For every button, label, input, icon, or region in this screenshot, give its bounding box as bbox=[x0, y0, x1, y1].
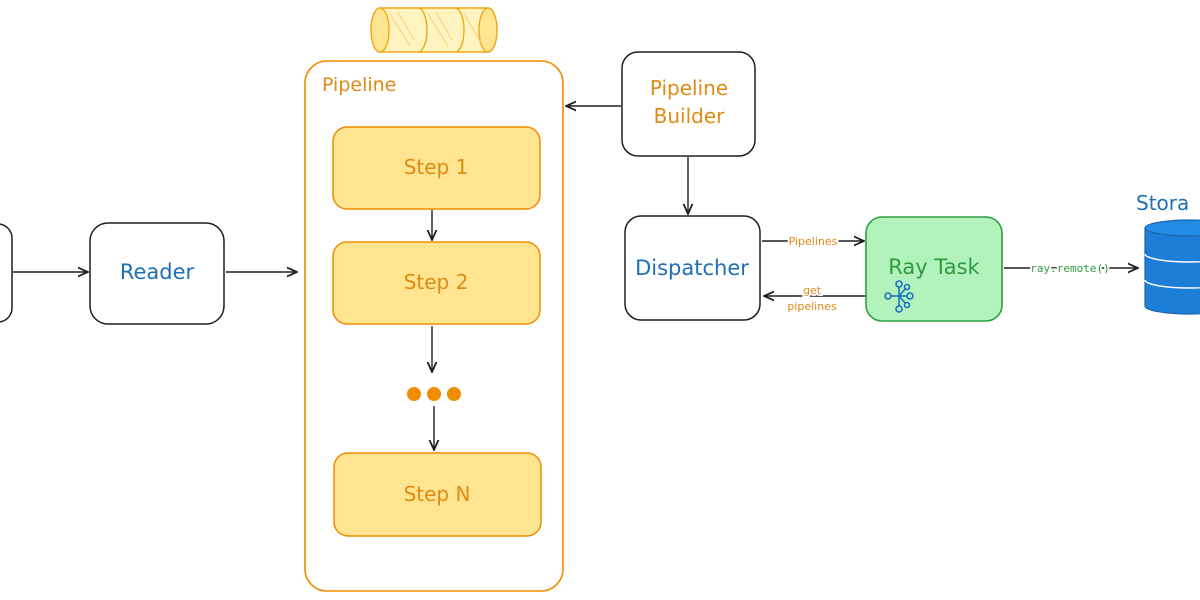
pipeline-step-2: Step 2 bbox=[332, 241, 541, 325]
edge-label-pipelines-2: pipelines bbox=[787, 300, 837, 313]
step-2-label: Step 2 bbox=[404, 270, 469, 294]
reader-label: Reader bbox=[120, 260, 195, 284]
step-1-label: Step 1 bbox=[404, 155, 469, 179]
database-icon bbox=[1144, 219, 1200, 315]
ray-task-node: Ray Task bbox=[865, 216, 1003, 322]
dispatcher-label: Dispatcher bbox=[635, 256, 749, 280]
ellipsis-dots-icon bbox=[407, 387, 461, 401]
pipeline-builder-node: Pipeline Builder bbox=[621, 51, 756, 157]
pipeline-step-1: Step 1 bbox=[332, 126, 541, 210]
pipeline-step-n: Step N bbox=[333, 452, 542, 537]
ray-network-icon bbox=[884, 280, 914, 313]
edge-label-pipelines: Pipelines bbox=[789, 235, 838, 248]
queue-cylinder-icon bbox=[370, 7, 498, 53]
storage-label: Stora bbox=[1136, 191, 1189, 215]
edge-label-ray-remote: ray.remote() bbox=[1030, 262, 1109, 275]
pipeline-builder-label-line2: Builder bbox=[654, 104, 726, 128]
pipeline-title: Pipeline bbox=[322, 74, 396, 96]
reader-node: Reader bbox=[89, 222, 225, 325]
pipeline-builder-label-line1: Pipeline bbox=[650, 76, 728, 100]
dispatcher-node: Dispatcher bbox=[624, 215, 761, 321]
step-n-label: Step N bbox=[404, 482, 471, 506]
ray-task-label: Ray Task bbox=[888, 255, 980, 279]
edge-label-get: get bbox=[803, 284, 822, 297]
source-node-partial bbox=[0, 223, 13, 323]
